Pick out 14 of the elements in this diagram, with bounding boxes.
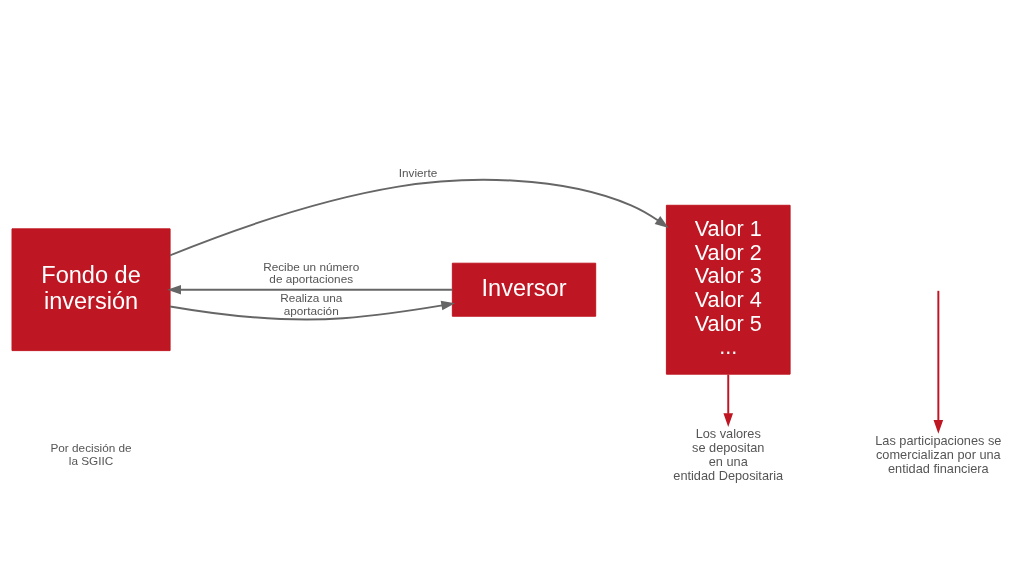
arrow	[169, 300, 456, 320]
node-box: Inversor	[451, 262, 597, 317]
label: Por decisión de la SGIIC	[50, 440, 132, 467]
edge-label: Invierte	[398, 165, 438, 179]
arrow	[169, 178, 669, 256]
node-text: Los valores se depositan en una entidad Depositaria	[673, 425, 784, 483]
arrow	[933, 289, 944, 434]
node-box: Valor 1 Valor 2 Valor 3 Valor 4 Valor 5 ...	[665, 204, 791, 375]
arrow	[167, 284, 454, 295]
node-text: Las participaciones se comercializan por una entidad financiera	[875, 432, 1002, 476]
arrow	[723, 373, 734, 427]
edge-label: Recibe un número de aportaciones	[263, 259, 360, 285]
edge-label: Realiza una aportación	[280, 290, 343, 317]
node-box: Fondo de inversión	[11, 227, 171, 351]
